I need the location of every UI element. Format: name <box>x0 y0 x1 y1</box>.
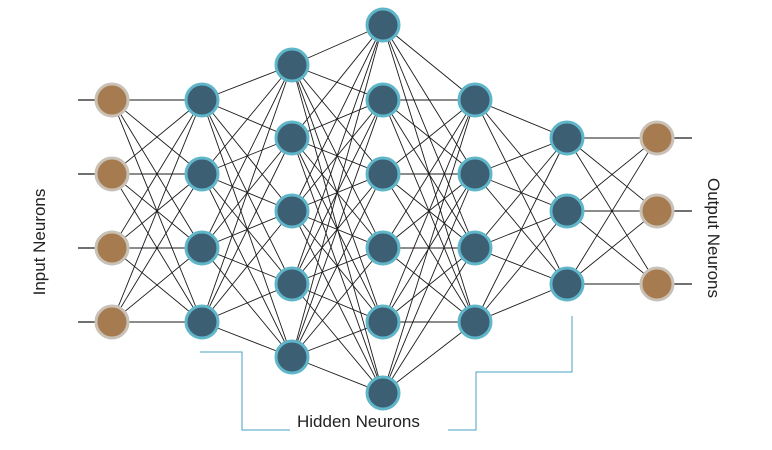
hidden-neuron <box>365 7 401 43</box>
hidden-neuron <box>184 82 220 118</box>
hidden-neuron <box>457 82 493 118</box>
connection-line <box>566 210 658 285</box>
hidden-neuron <box>274 120 310 156</box>
connection-line <box>111 247 203 323</box>
connection-line <box>201 64 293 175</box>
connection-line <box>201 64 293 323</box>
connection-line <box>201 137 293 323</box>
connection-line <box>474 210 568 323</box>
connection-line <box>291 99 384 358</box>
connection-line <box>474 137 568 323</box>
connection-line <box>382 24 476 101</box>
connection-line <box>291 24 384 285</box>
connection-line <box>201 64 293 249</box>
output-neurons-label: Output Neurons <box>704 177 723 299</box>
input-neuron <box>94 82 130 118</box>
hidden-neuron <box>365 230 401 266</box>
connection-line <box>291 247 384 358</box>
connection-line <box>201 173 293 358</box>
hidden-bracket-line <box>200 316 573 431</box>
connection-line <box>291 64 384 249</box>
connection-line <box>291 24 384 358</box>
connection-line <box>111 99 203 175</box>
connection-line <box>566 137 658 212</box>
connection-line <box>291 24 384 212</box>
connection-line <box>474 99 568 212</box>
connection-line <box>382 321 476 394</box>
hidden-neuron <box>457 156 493 192</box>
hidden-neuron <box>274 193 310 229</box>
connection-line <box>382 99 476 394</box>
connection-line <box>474 137 568 249</box>
output-neuron <box>639 120 675 156</box>
hidden-neuron <box>274 47 310 83</box>
connection-line <box>382 247 476 323</box>
output-neuron <box>639 266 675 302</box>
connection-line <box>382 247 476 394</box>
connection-line <box>291 283 384 394</box>
hidden-neuron <box>549 266 585 302</box>
hidden-neuron <box>274 339 310 375</box>
hidden-neuron <box>365 304 401 340</box>
hidden-neurons-label: Hidden Neurons <box>297 412 420 431</box>
hidden-neuron <box>365 82 401 118</box>
hidden-neuron <box>549 193 585 229</box>
hidden-neuron <box>457 304 493 340</box>
neurons <box>94 7 675 411</box>
input-neuron <box>94 230 130 266</box>
connection-line <box>382 99 476 175</box>
hidden-neuron <box>365 375 401 411</box>
connection-line <box>291 137 384 323</box>
output-neuron <box>639 193 675 229</box>
hidden-neuron <box>184 304 220 340</box>
connection-line <box>201 99 293 285</box>
hidden-neuron <box>549 120 585 156</box>
input-neuron <box>94 156 130 192</box>
hidden-bracket <box>200 316 573 431</box>
hidden-neuron <box>274 266 310 302</box>
connection-line <box>201 210 293 323</box>
input-neurons-label: Input Neurons <box>30 188 49 296</box>
connection-line <box>111 99 203 323</box>
connection-line <box>111 173 203 323</box>
connection-line <box>566 137 658 285</box>
hidden-neuron <box>184 156 220 192</box>
hidden-neuron <box>184 230 220 266</box>
connection-line <box>291 173 384 358</box>
connection-line <box>201 247 293 358</box>
connection-line <box>111 99 203 249</box>
connection-line <box>291 24 384 139</box>
connection-line <box>382 99 476 323</box>
connection-line <box>474 99 568 285</box>
hidden-neuron <box>457 230 493 266</box>
input-neuron <box>94 304 130 340</box>
connection-line <box>382 99 476 249</box>
connection-line <box>382 173 476 394</box>
connection-line <box>291 64 384 175</box>
hidden-neuron <box>365 156 401 192</box>
